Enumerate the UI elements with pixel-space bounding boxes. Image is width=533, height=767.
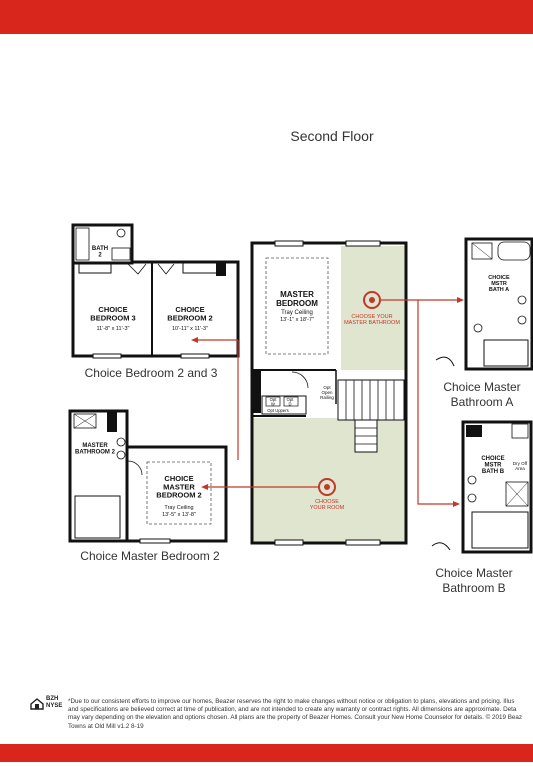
caption-master-bath-b: Choice Master Bathroom B (435, 566, 513, 595)
tray-ceiling-outline (146, 461, 212, 525)
tub-icon (497, 241, 531, 261)
closet (483, 339, 529, 367)
wall-block (466, 425, 482, 437)
top-brand-bar (0, 0, 533, 34)
master-bath-b-outline (461, 420, 533, 554)
toilet-icon (116, 228, 126, 238)
toilet-icon (473, 323, 483, 333)
tub-icon (75, 227, 90, 261)
bedroom-2-3-plan (71, 223, 240, 359)
choice-bedroom-3-size: 11'-8" x 11'-3" (96, 326, 129, 332)
master-bedroom-2-plan (68, 409, 228, 544)
closet (471, 511, 529, 549)
master-bath-a-plan (435, 237, 533, 371)
window (345, 240, 381, 247)
master-bedroom-note: Tray Ceiling (281, 310, 313, 316)
main-floor-plan (250, 240, 408, 546)
window (139, 538, 171, 544)
page-title: Second Floor (290, 128, 374, 144)
dryer-outline (283, 396, 299, 407)
bath-2-outline (71, 223, 134, 265)
door-swing (291, 371, 309, 389)
wall-block (216, 262, 226, 276)
closet (78, 262, 112, 274)
caption-master-bath-a: Choice Master Bathroom A (443, 380, 521, 409)
nyse-badge: BZH NYSE (46, 696, 63, 709)
beazer-logo (30, 697, 44, 710)
bottom-brand-bar (0, 744, 533, 762)
toilet-icon (511, 423, 529, 439)
caption-bedroom-2-3: Choice Bedroom 2 and 3 (84, 366, 218, 380)
sink-icon (111, 247, 131, 261)
connector-master-bath-b (380, 299, 456, 505)
caption-master-bedroom-2: Choice Master Bedroom 2 (80, 549, 220, 563)
wall-block (253, 371, 261, 413)
master-bedroom-2-outline (125, 445, 228, 543)
door-swing (157, 263, 175, 275)
door-swing (127, 263, 147, 275)
stairs-upper (337, 379, 405, 421)
disclaimer-footer: *Due to our consistent efforts to improv… (68, 698, 523, 730)
walk-in-closet (74, 495, 121, 539)
shower-icon (471, 242, 493, 260)
shower-icon (73, 413, 97, 429)
wall-block (107, 412, 117, 432)
opt-uppers-label: Opt Uppers (267, 408, 288, 413)
main-outer-wall (250, 241, 408, 545)
window (92, 353, 122, 359)
master-bedroom-size: 13'-1" x 18'-7" (280, 317, 314, 323)
window (274, 240, 304, 247)
master-bath-2-outline (68, 409, 129, 543)
door-swing (127, 460, 143, 476)
master-bath-b-plan (431, 420, 533, 554)
window (180, 353, 210, 359)
shower-icon (505, 481, 529, 507)
tray-ceiling-outline (265, 257, 329, 355)
option-connector-lines (195, 299, 460, 505)
window (274, 539, 304, 546)
choice-bedroom-2-size: 10'-11" x 11'-3" (172, 326, 208, 332)
arrowheads (191, 297, 464, 507)
choice-master-bedroom-2-size: 13'-5" x 13'-8" (162, 512, 196, 518)
choice-master-bedroom-2-note: Tray Ceiling (164, 505, 193, 511)
window (345, 539, 381, 546)
washer-outline (265, 396, 281, 407)
